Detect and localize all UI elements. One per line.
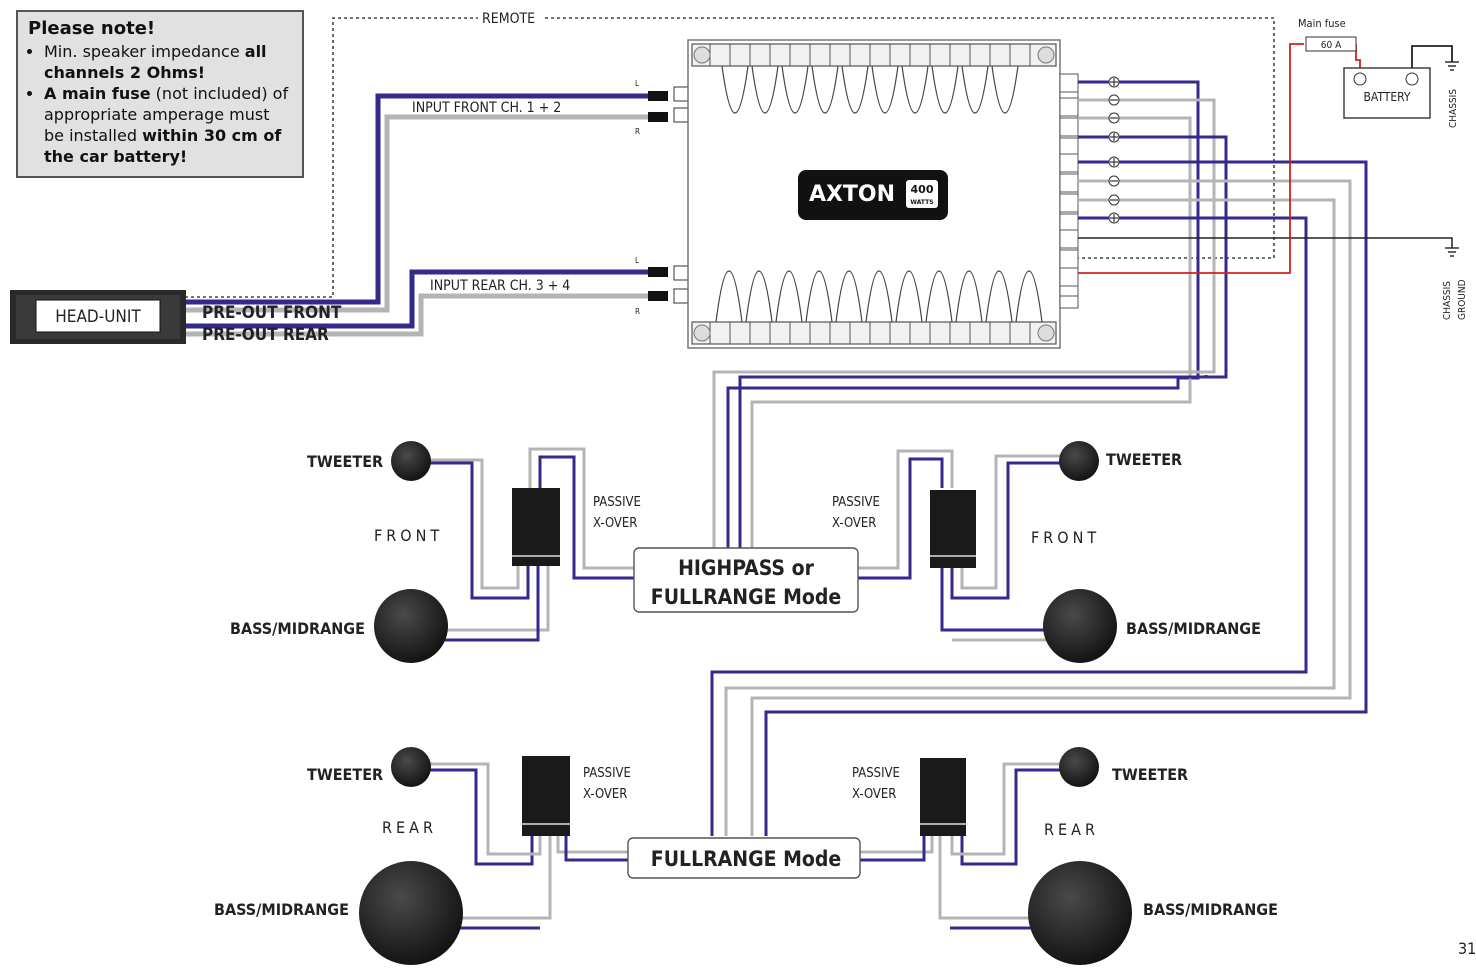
- rca-plugs: [648, 86, 689, 304]
- wire-front-pos-b2: [738, 375, 1226, 548]
- tweeter-label-fr: TWEETER: [1106, 450, 1182, 469]
- xover-front-right: [930, 490, 976, 568]
- tweeter-rear-left: [391, 747, 431, 787]
- highpass-line2: FULLRANGE Mode: [651, 585, 841, 609]
- rca-r-label-front: R: [635, 127, 640, 136]
- wire-front-pos-b: [1078, 135, 1228, 379]
- highpass-line1: HIGHPASS or: [678, 556, 815, 580]
- preout-rear-label: PRE-OUT REAR: [202, 325, 329, 345]
- wire-rear-pos-b: [710, 216, 1308, 836]
- xover-rear-right: [920, 758, 966, 836]
- highpass-mode-box: [633, 547, 859, 613]
- wire-rear-neg-a: [750, 179, 1352, 836]
- svg-text:400: 400: [911, 183, 934, 196]
- input-rear-label: INPUT REAR CH. 3 + 4: [430, 278, 570, 294]
- woofer-front-right: [1043, 589, 1117, 663]
- wire-front-neg-a: [712, 98, 1216, 548]
- fuse-value: 60 A: [1321, 40, 1342, 51]
- tweeter-label-rl: TWEETER: [307, 765, 383, 784]
- front-label-left: FRONT: [374, 526, 443, 545]
- rca-l-label-rear: L: [635, 256, 639, 265]
- fuse: [1305, 36, 1357, 52]
- wire-ground: [1078, 237, 1453, 248]
- remote-label: REMOTE: [482, 11, 535, 27]
- remote-wire: [185, 17, 1275, 298]
- wire-battery-neg: [1411, 45, 1453, 68]
- chassis-ground-label-2: GROUND: [1457, 279, 1468, 320]
- front-label-right: FRONT: [1031, 528, 1100, 547]
- chassis-ground-symbol: [1445, 247, 1459, 257]
- fullrange-label: FULLRANGE Mode: [651, 847, 841, 871]
- input-rear-cable: [186, 269, 655, 337]
- input-front-cable: [186, 93, 655, 313]
- wire-rear-neg-b: [724, 198, 1336, 836]
- wire-power: [1078, 43, 1304, 274]
- tweeter-front-left: [391, 441, 431, 481]
- xover-label-fl: X-OVER: [593, 516, 637, 531]
- head-unit: HEAD-UNIT: [10, 290, 186, 344]
- wire-front-neg-b: [750, 116, 1192, 548]
- rca-l-label-front: L: [635, 79, 639, 88]
- rear-label-left: REAR: [382, 818, 437, 837]
- tweeter-label-rr: TWEETER: [1112, 765, 1188, 784]
- preout-front-label: PRE-OUT FRONT: [202, 303, 342, 323]
- amplifier: AXTON 400 WATTS: [687, 39, 1079, 349]
- xover-rear-left: [522, 756, 570, 836]
- svg-text:BATTERY: BATTERY: [1364, 90, 1411, 104]
- warning-note: Please note! Min. speaker impedance all …: [16, 10, 304, 178]
- xover-front-left: [512, 488, 560, 566]
- xover-label-rr: X-OVER: [852, 787, 896, 802]
- bassmid-label-rl: BASS/MIDRANGE: [214, 900, 349, 919]
- wire-battery-pos: [1355, 44, 1361, 68]
- input-front-label: INPUT FRONT CH. 1 + 2: [412, 100, 561, 116]
- chassis-ground-label-1: CHASSIS: [1442, 281, 1453, 320]
- note-item-fuse: A main fuse (not included) of appropriat…: [44, 83, 292, 167]
- main-fuse-label: Main fuse: [1298, 17, 1346, 30]
- fullrange-mode-box: [627, 837, 861, 879]
- battery: BATTERY: [1343, 67, 1431, 119]
- chassis-label: CHASSIS: [1448, 89, 1459, 128]
- head-unit-label: HEAD-UNIT: [55, 307, 141, 327]
- woofer-rear-left: [359, 861, 463, 965]
- rca-r-label-rear: R: [635, 307, 640, 316]
- rear-label-right: REAR: [1044, 820, 1099, 839]
- svg-text:AXTON: AXTON: [809, 182, 895, 207]
- svg-text:WATTS: WATTS: [910, 199, 933, 206]
- tweeter-rear-right: [1059, 747, 1099, 787]
- tweeter-front-right: [1059, 441, 1099, 481]
- bassmid-label-fr: BASS/MIDRANGE: [1126, 619, 1261, 638]
- terminal-symbols: [1108, 76, 1120, 224]
- bassmid-label-fl: BASS/MIDRANGE: [230, 619, 365, 638]
- page-number: 31: [1458, 939, 1476, 958]
- woofer-rear-right: [1028, 861, 1132, 965]
- note-item-impedance: Min. speaker impedance all channels 2 Oh…: [44, 41, 292, 83]
- note-title: Please note!: [28, 18, 156, 39]
- passive-label-rr: PASSIVE: [852, 766, 900, 781]
- passive-label-rl: PASSIVE: [583, 766, 631, 781]
- axton-logo: AXTON 400 WATTS: [798, 170, 948, 220]
- xover-label-rl: X-OVER: [583, 787, 627, 802]
- woofer-front-left: [374, 589, 448, 663]
- bassmid-label-rr: BASS/MIDRANGE: [1143, 900, 1278, 919]
- xover-label-fr: X-OVER: [832, 516, 876, 531]
- tweeter-label-fl: TWEETER: [307, 452, 383, 471]
- passive-label-fl: PASSIVE: [593, 495, 641, 510]
- wire-rear-pos-a: [764, 160, 1368, 836]
- chassis-symbol-top: [1445, 61, 1459, 71]
- passive-label-fr: PASSIVE: [832, 495, 880, 510]
